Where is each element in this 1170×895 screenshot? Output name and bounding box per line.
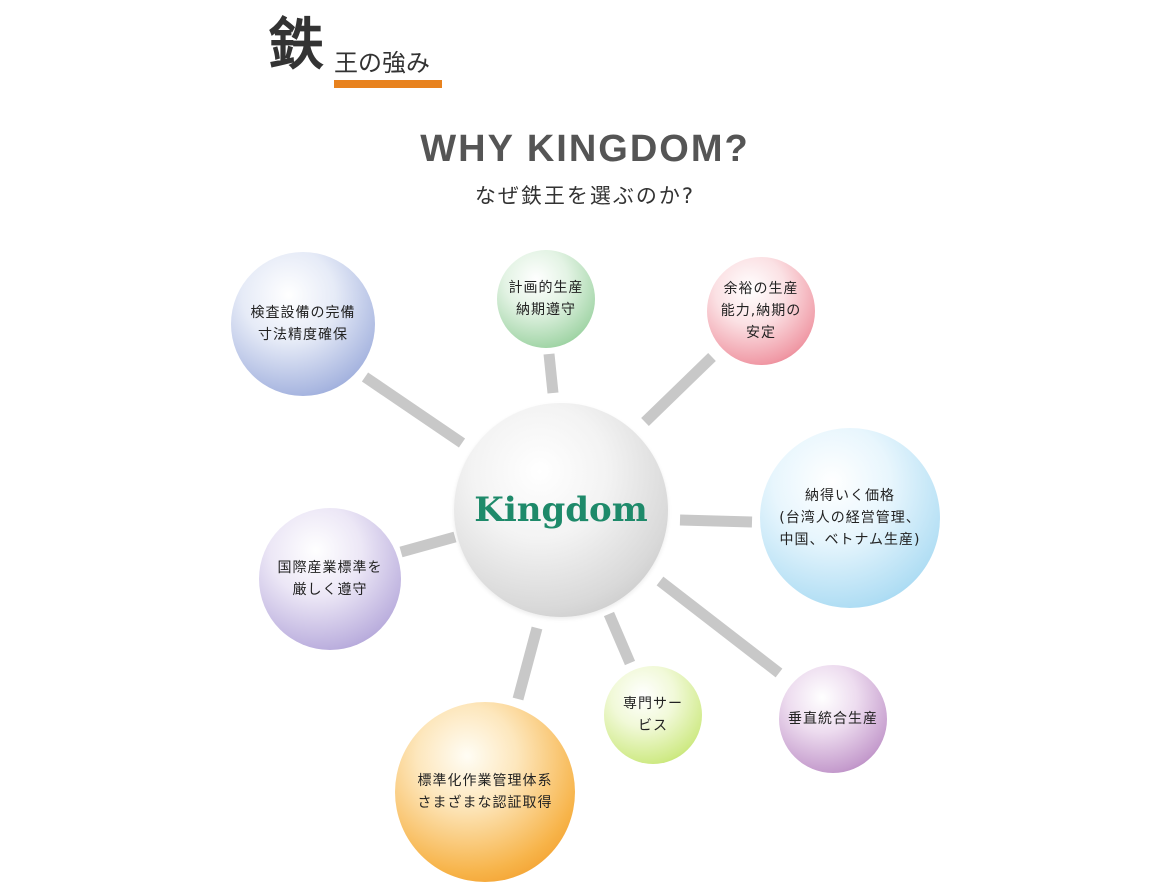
connector-inspection (361, 372, 466, 448)
heading-big-char: 鉄 (268, 13, 324, 78)
connector-service (603, 611, 636, 666)
node-inspection: 検査設備の完備 寸法精度確保 (231, 252, 375, 396)
node-standards-label: 国際産業標準を 厳しく遵守 (277, 560, 383, 598)
section-heading: 鉄 王の強み (268, 14, 468, 90)
page-subtitle: なぜ鉄王を選ぶのか? (474, 184, 696, 208)
page-title: WHY KINGDOM? (420, 128, 750, 170)
node-vertical: 垂直統合生産 (779, 665, 887, 773)
node-service: 専門サー ビス (604, 666, 702, 764)
heading-small-text: 王の強み (334, 49, 430, 77)
node-delivery-label: 計画的生産 納期遵守 (508, 280, 584, 318)
center-kingdom-label: Kingdom (474, 490, 648, 530)
connector-vertical (656, 576, 783, 678)
node-management: 標準化作業管理体系 さまざまな認証取得 (395, 702, 575, 882)
node-management-label: 標準化作業管理体系 さまざまな認証取得 (417, 773, 553, 811)
connector-delivery (543, 353, 559, 394)
node-service-label: 専門サー ビス (623, 696, 683, 734)
node-standards: 国際産業標準を 厳しく遵守 (259, 508, 401, 650)
heading-underline (334, 80, 442, 88)
center-kingdom-ball: Kingdom (454, 403, 668, 617)
node-price-label: 納得いく価格 (台湾人の経営管理、 中国、ベトナム生産) (779, 488, 921, 548)
node-price: 納得いく価格 (台湾人の経営管理、 中国、ベトナム生産) (760, 428, 940, 608)
node-vertical-label: 垂直統合生産 (788, 711, 878, 727)
connector-management (512, 626, 543, 701)
connector-capacity (641, 353, 716, 426)
connector-price (679, 514, 753, 528)
node-delivery: 計画的生産 納期遵守 (497, 250, 595, 348)
connector-standards (399, 531, 457, 558)
node-inspection-label: 検査設備の完備 寸法精度確保 (250, 305, 356, 343)
node-capacity: 余裕の生産 能力,納期の 安定 (707, 257, 815, 365)
node-capacity-label: 余裕の生産 能力,納期の 安定 (720, 281, 802, 341)
